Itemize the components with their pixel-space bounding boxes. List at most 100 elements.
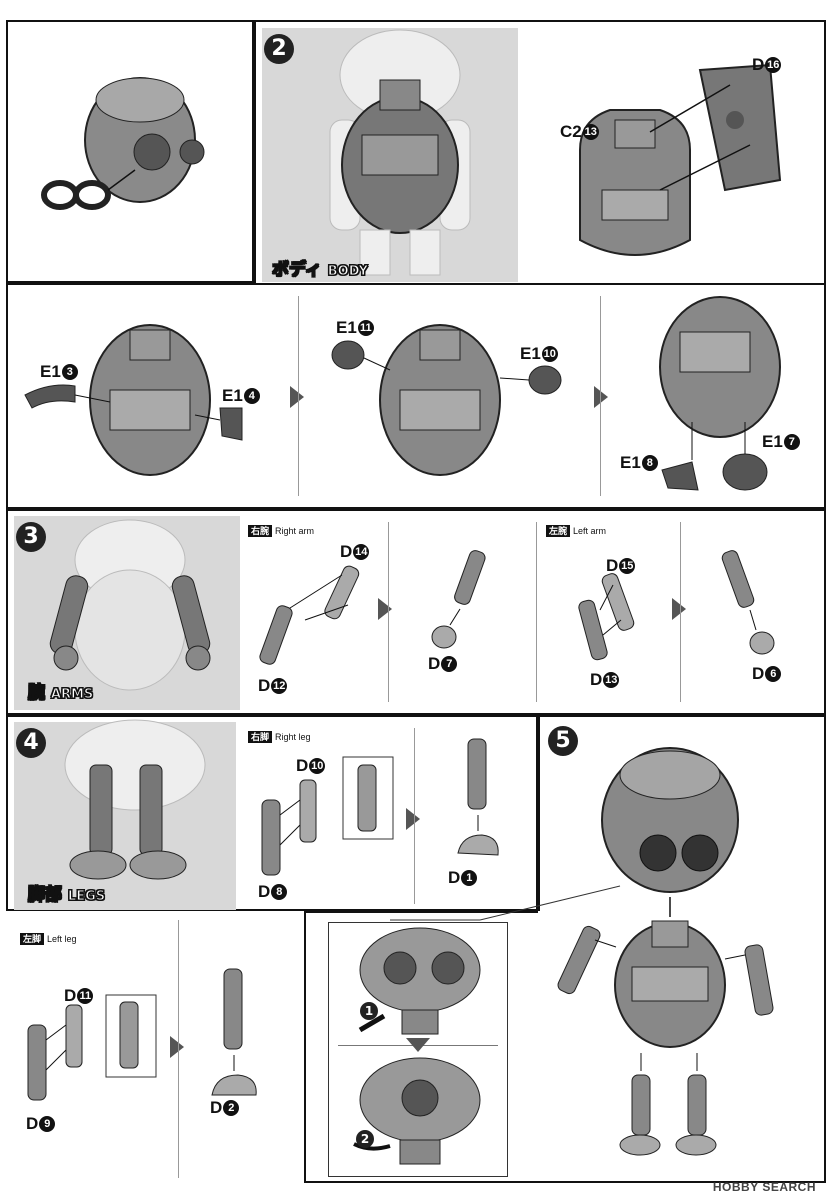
arms-figure-illustration xyxy=(49,519,211,691)
step2-title-jp: ボディ xyxy=(272,260,323,281)
step5-number: 5 xyxy=(548,726,578,756)
part-number: 15 xyxy=(619,558,636,574)
part-number: 3 xyxy=(61,364,78,380)
tag-jp: 右脚 xyxy=(248,731,273,743)
body-bottom-parts xyxy=(659,296,781,491)
part-code: D xyxy=(606,556,619,575)
part-number: 13 xyxy=(582,124,599,140)
right-arm-parts xyxy=(259,565,360,665)
part-number: 9 xyxy=(39,1116,56,1132)
body-side-parts-b xyxy=(331,324,562,476)
detail-neck-step1 xyxy=(358,927,481,1035)
tag-jp: 右腕 xyxy=(248,525,273,537)
right-leg-parts xyxy=(261,756,394,876)
tag-jp: 左腕 xyxy=(546,525,571,537)
part-number: 12 xyxy=(271,678,288,694)
right-leg-foot xyxy=(457,738,499,856)
step4-number: 4 xyxy=(16,728,46,758)
part-number: 11 xyxy=(357,320,374,336)
next-step-arrow xyxy=(406,808,420,830)
step2-title-en: BODY xyxy=(327,264,368,280)
step4-title-jp: 脚部 xyxy=(28,885,63,906)
legs-figure-illustration xyxy=(64,719,206,880)
step3-number: 3 xyxy=(16,522,46,552)
next-step-arrow xyxy=(170,1036,184,1058)
step2-number: 2 xyxy=(264,34,294,64)
callout-one: 1 xyxy=(360,1002,378,1020)
part-code: E1 xyxy=(222,386,243,405)
watermark: HOBBY SEARCH xyxy=(712,1180,816,1194)
part-code: E1 xyxy=(520,344,541,363)
part-number: 7 xyxy=(783,434,800,450)
part-number: 14 xyxy=(353,544,370,560)
part-number: 6 xyxy=(765,666,782,682)
callout-two: 2 xyxy=(356,1130,374,1148)
part-number: 1 xyxy=(461,870,478,886)
part-number: 13 xyxy=(603,672,620,688)
part-code: E1 xyxy=(620,453,641,472)
next-step-arrow xyxy=(290,386,304,408)
next-step-arrow xyxy=(378,598,392,620)
tag-jp: 左脚 xyxy=(20,933,45,945)
left-leg-foot xyxy=(211,968,257,1096)
part-code: D xyxy=(590,670,603,689)
part-code: D xyxy=(296,756,309,775)
step3-title: 腕 ARMS xyxy=(28,678,94,704)
step2-title: ボディ BODY xyxy=(272,255,369,281)
part-number: 2 xyxy=(223,1100,240,1116)
part-code: D xyxy=(258,882,271,901)
divider xyxy=(388,522,389,702)
body-figure-illustration xyxy=(329,29,471,276)
part-code: C2 xyxy=(560,122,582,141)
head-with-goggles-illustration xyxy=(41,77,205,210)
part-number: 8 xyxy=(271,884,288,900)
part-number: 7 xyxy=(441,656,458,672)
panel-join xyxy=(538,911,824,915)
body-side-parts-a xyxy=(24,324,243,476)
part-code: D xyxy=(448,868,461,887)
zoom-callout-lines xyxy=(390,885,621,921)
right-arm-hand xyxy=(431,550,486,649)
part-code: D xyxy=(752,664,765,683)
divider xyxy=(178,920,179,1178)
part-code: D xyxy=(258,676,271,695)
body-front-back-assembly xyxy=(579,63,782,256)
part-number: 10 xyxy=(541,346,558,362)
part-number: 11 xyxy=(77,988,94,1004)
inset-down-arrow xyxy=(406,1038,430,1052)
part-number: 16 xyxy=(765,57,782,73)
part-code: D xyxy=(26,1114,39,1133)
left-arm-parts xyxy=(578,573,635,661)
part-number: 4 xyxy=(243,388,260,404)
step4-title: 脚部 LEGS xyxy=(28,880,106,906)
part-number: 8 xyxy=(641,455,658,471)
part-code: E1 xyxy=(336,318,357,337)
part-code: E1 xyxy=(762,432,783,451)
tag-en: Right leg xyxy=(275,732,311,742)
part-code: D xyxy=(428,654,441,673)
left-leg-parts xyxy=(27,994,157,1101)
part-code: D xyxy=(752,55,765,74)
part-number: 10 xyxy=(309,758,326,774)
next-step-arrow xyxy=(672,598,686,620)
final-assembly-illustration xyxy=(557,747,774,1156)
divider xyxy=(600,296,601,496)
part-code: D xyxy=(210,1098,223,1117)
